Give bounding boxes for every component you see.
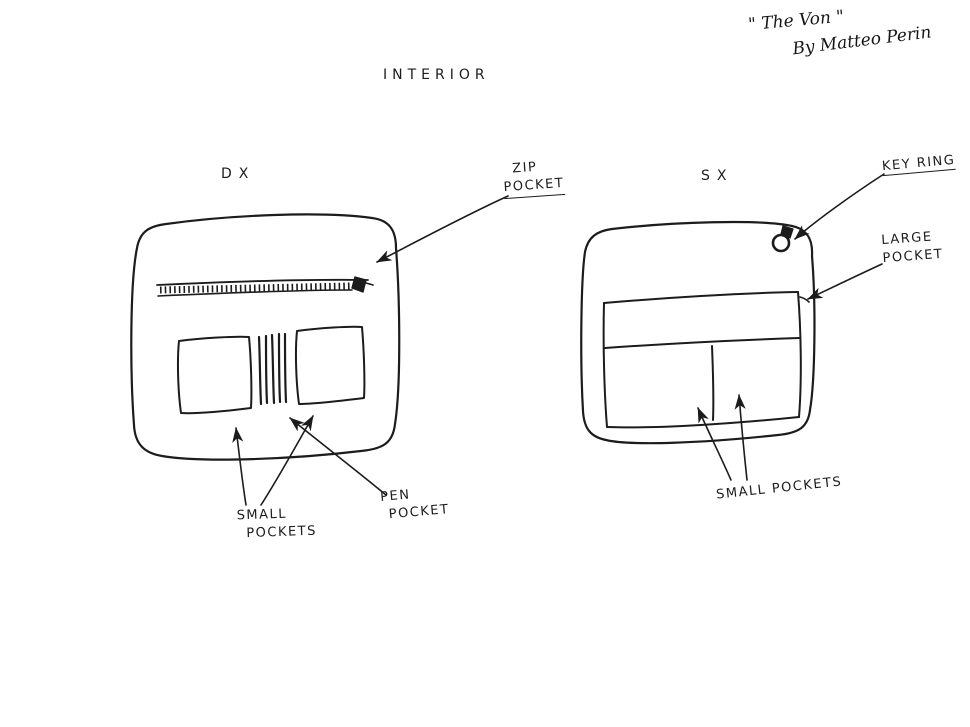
zip-pocket-line2: POCKET — [503, 174, 566, 200]
large-pocket-opening-tick — [799, 296, 810, 303]
large-pocket-annotation: LARGE POCKET — [881, 228, 944, 268]
zip-teeth — [159, 282, 351, 294]
left-small-pocket — [176, 335, 253, 415]
zip-line-bottom — [157, 289, 353, 297]
pen-pocket-annotation: PEN POCKET — [380, 483, 451, 525]
pocket-divider-horizontal — [604, 337, 800, 349]
zip-line-top — [156, 278, 369, 286]
right-panel-sketch — [580, 173, 885, 481]
small-pockets-arrow-2 — [734, 394, 748, 481]
small-pockets-arrow-1 — [697, 407, 732, 481]
zip-pull-tail — [365, 282, 374, 286]
left-panel-outline — [130, 213, 401, 461]
large-pocket-arrow — [807, 263, 883, 300]
pen-slots — [257, 332, 288, 406]
right-panel-outline — [580, 220, 816, 445]
small-pockets-line2: POCKETS — [246, 523, 318, 542]
zip-pocket-annotation: ZIP POCKET — [502, 157, 566, 200]
key-ring-arrow — [794, 173, 885, 240]
right-small-pocket — [294, 325, 366, 405]
left-small-pockets-annotation: SMALL POCKETS — [236, 505, 317, 544]
small-pockets-arrow-right — [260, 415, 314, 506]
pen-pocket-arrow — [289, 417, 387, 496]
zip-pull-icon — [351, 276, 367, 293]
pocket-divider-vertical — [711, 345, 715, 421]
page-title: INTERIOR — [383, 67, 490, 83]
small-pockets-arrow-left — [232, 427, 247, 506]
right-panel-label: SX — [701, 168, 734, 184]
left-panel-sketch — [130, 195, 509, 506]
zip-pocket-arrow — [376, 195, 509, 263]
key-ring-icon — [771, 225, 794, 253]
left-panel-label: DX — [221, 166, 256, 182]
large-pocket-outline — [602, 291, 802, 429]
